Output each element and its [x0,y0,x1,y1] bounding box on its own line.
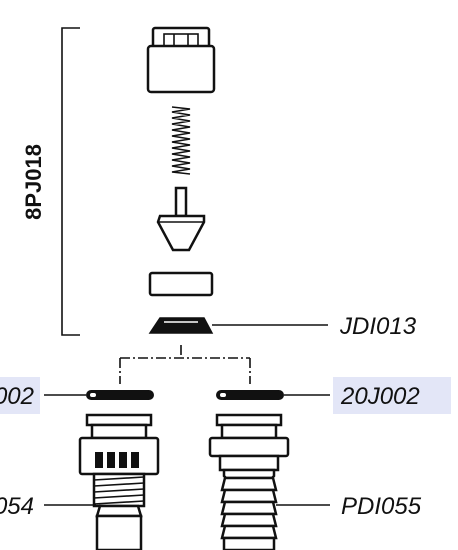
o-ring-icon [86,390,154,400]
cap-icon [146,26,216,94]
seat-icon [148,317,214,334]
kit-code-label: 8PJ018 [21,144,46,220]
oring-left-part-label: 20J002 [0,383,34,410]
oring-right-label-highlight [333,377,451,414]
kit-bracket [61,27,80,336]
seat-part-label: JDI013 [339,313,417,340]
poppet-valve-icon [156,186,206,252]
oring-left-label-highlight [0,377,40,414]
connector-centerlines [119,345,251,384]
threaded-hose-fitting-icon [78,413,160,550]
spring-icon [171,106,191,175]
spacer-icon [148,271,214,297]
o-ring-icon [216,390,284,400]
fitting-right-part-label: PDI055 [341,493,422,520]
fitting-left-part-label: PDI054 [0,493,34,520]
barbed-hose-fitting-icon [208,413,290,550]
oring-right-part-label: 20J002 [340,383,420,410]
